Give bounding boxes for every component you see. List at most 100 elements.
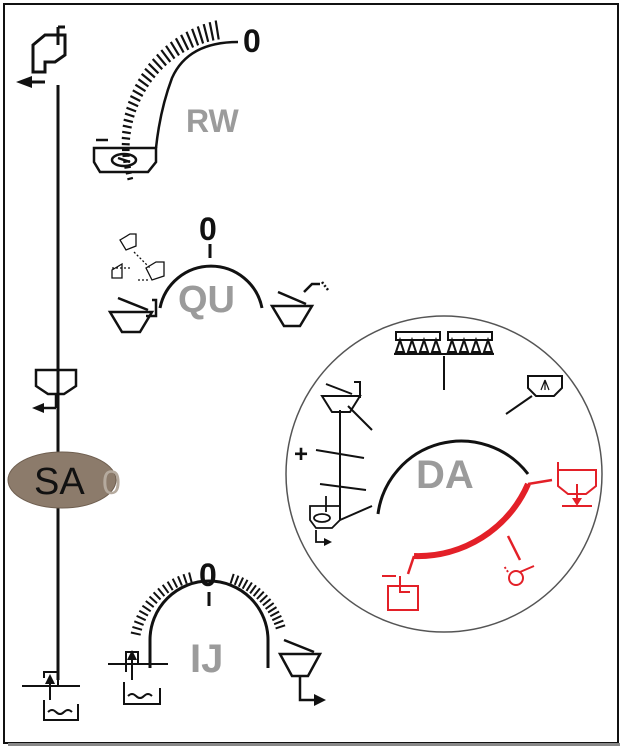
tank-rinse-icon	[309, 496, 341, 543]
rw-tick	[185, 31, 195, 48]
rw-tick	[156, 53, 167, 67]
ij-tick	[166, 581, 174, 591]
ij-arrow-up-icon	[127, 650, 137, 660]
ij-tick	[141, 604, 152, 613]
arrow-right-rinse-icon	[324, 538, 332, 546]
rw-tick	[208, 21, 215, 41]
rw-tick	[191, 28, 200, 46]
da-spokes-red	[406, 478, 553, 575]
da-arc-black	[376, 439, 530, 515]
rw-tick	[137, 78, 150, 88]
ij-tick	[188, 572, 193, 583]
ij-tick	[262, 598, 272, 607]
ij-tick	[267, 606, 278, 614]
arrow-left-sa-icon	[32, 403, 44, 413]
ij-scale	[130, 572, 286, 668]
ij-label: IJ	[190, 637, 223, 681]
qu-arc	[158, 264, 264, 309]
ij-tick	[237, 577, 245, 588]
ij-tick	[241, 579, 249, 590]
arrow-left-top-icon	[16, 76, 32, 88]
boom-nozzles-icon	[394, 331, 494, 355]
rw-tick	[165, 45, 176, 60]
hopper-outlet-icon	[277, 638, 323, 702]
ij-tick	[245, 581, 253, 592]
ij-tick	[271, 614, 282, 622]
rw-tick	[122, 124, 132, 129]
rw-tick	[144, 67, 156, 79]
rw-tick	[147, 62, 160, 75]
da-label: DA	[416, 453, 474, 497]
qu-label: QU	[178, 279, 235, 321]
ij-tick	[233, 575, 240, 586]
induction-hopper-icon	[320, 381, 362, 413]
rw-tick	[180, 34, 190, 51]
ij-tick	[133, 620, 144, 626]
rw-tick	[123, 118, 134, 124]
tank-spray-icon	[527, 375, 563, 397]
ij-arrow-right-icon	[314, 694, 326, 706]
rw-tick	[169, 41, 180, 56]
arrow-down-outlet-icon	[572, 498, 582, 506]
rw-scale	[121, 20, 239, 181]
rw-tick	[121, 136, 131, 140]
qu-zero: 0	[199, 211, 217, 247]
ij-tick	[229, 573, 235, 584]
hopper-arrow-icon	[34, 368, 78, 410]
pump-icon	[503, 565, 535, 586]
outer-frame-shadow	[8, 743, 620, 746]
ij-tick	[249, 584, 257, 594]
rw-tick	[151, 58, 164, 71]
rw-tick	[127, 176, 134, 181]
ij-tick	[275, 624, 286, 630]
ij-tick	[273, 619, 284, 626]
rinse-tank-icon	[92, 138, 158, 174]
rw-label: RW	[186, 103, 240, 139]
rw-tick	[214, 20, 220, 40]
quick-fill-options-icon	[111, 233, 165, 281]
arrow-up-suction-icon	[45, 674, 55, 684]
ij-tick	[157, 587, 166, 597]
rw-tick	[122, 130, 131, 135]
rw-tick	[132, 89, 144, 97]
ij-tick	[182, 573, 188, 585]
ij-tick	[256, 591, 265, 600]
ij-tick	[259, 594, 268, 603]
ij-tick	[265, 602, 275, 610]
suction-water-icon	[22, 671, 80, 721]
ij-tick	[269, 610, 280, 618]
rw-zero: 0	[243, 23, 261, 59]
ij-tick	[138, 609, 149, 617]
ij-tick	[252, 587, 261, 597]
ij-tick	[152, 591, 162, 601]
da-plus: +	[294, 441, 308, 468]
hopper-inlet-icon	[107, 296, 158, 334]
rw-tick	[124, 112, 135, 118]
hopper-tap-icon	[269, 281, 329, 328]
ij-tick	[161, 584, 170, 594]
ij-tick	[130, 631, 141, 636]
ij-tick	[136, 614, 147, 622]
da-arc-red[interactable]	[413, 482, 531, 560]
rw-tick	[127, 100, 139, 108]
rw-tick	[196, 26, 205, 44]
rw-tick	[134, 83, 147, 93]
rw-tick	[129, 95, 141, 102]
sa-badge[interactable]	[7, 451, 117, 509]
sa-label: SA	[34, 461, 85, 503]
rw-tick	[174, 37, 185, 54]
rw-tick	[124, 165, 131, 169]
ij-tick	[171, 578, 179, 589]
rw-tick	[160, 49, 172, 63]
rw-tick	[202, 23, 210, 43]
ij-tick	[148, 595, 158, 604]
ij-zero: 0	[199, 557, 217, 593]
ij-tick	[145, 600, 155, 608]
da-circle	[285, 315, 603, 633]
sa-zero: 0	[102, 464, 121, 502]
tank-drain-icon	[382, 575, 419, 611]
rw-tick	[140, 73, 153, 83]
ij-tick	[177, 575, 183, 586]
rw-tick	[126, 106, 137, 113]
